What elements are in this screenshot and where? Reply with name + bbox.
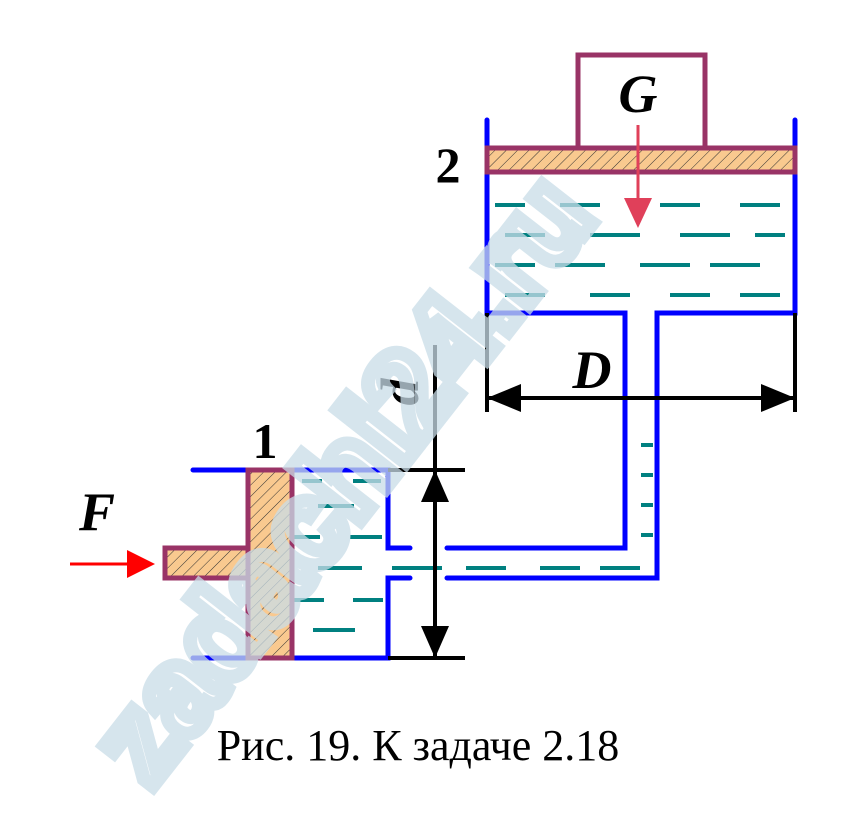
force-arrow <box>70 550 155 578</box>
label-force: F <box>78 482 115 542</box>
figure-caption: Рис. 19. К задаче 2.18 <box>217 721 620 770</box>
weight-block <box>575 52 708 151</box>
piston-2 <box>484 145 798 175</box>
piston-1 <box>245 467 295 661</box>
label-weight: G <box>619 64 658 124</box>
dimension-d <box>388 345 465 660</box>
dimension-D <box>485 313 797 412</box>
label-D: D <box>572 340 612 400</box>
weight-arrow <box>624 125 652 228</box>
label-d: d <box>370 378 430 406</box>
label-vessel-2: 2 <box>436 137 461 193</box>
watermark: zadachi24.ru <box>65 151 618 806</box>
liquid <box>292 203 785 632</box>
label-vessel-1: 1 <box>253 413 278 469</box>
